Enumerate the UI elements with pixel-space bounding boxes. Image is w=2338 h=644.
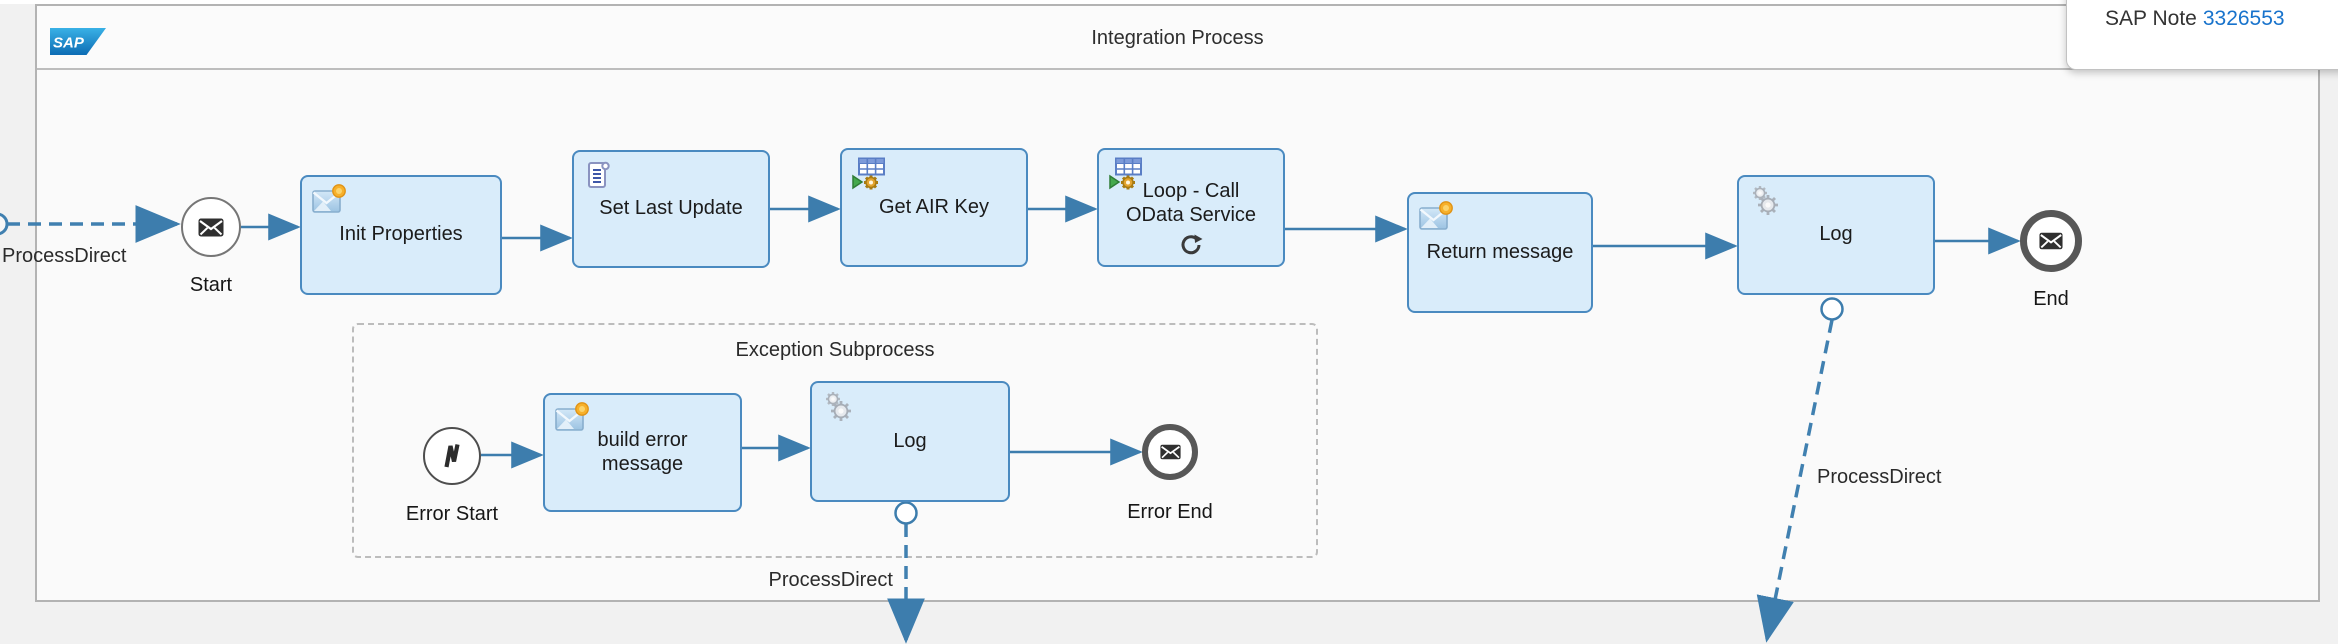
error-start-event[interactable]	[423, 427, 481, 485]
start-event-label: Start	[189, 274, 233, 296]
integration-process-pool[interactable]: Integration Process SAP	[35, 4, 2320, 602]
processdirect-main-label: ProcessDirect	[1817, 466, 1942, 488]
task-get-air-key[interactable]: Get AIR Key	[840, 148, 1028, 267]
task-label: Return message	[1426, 240, 1574, 263]
end-event-label: End	[2033, 288, 2069, 310]
task-log-main[interactable]: Log	[1737, 175, 1935, 295]
content-modifier-icon	[555, 402, 589, 431]
pool-header: Integration Process SAP	[37, 6, 2318, 70]
odata-request-icon	[1109, 157, 1142, 190]
task-set-last-update[interactable]: Set Last Update	[572, 150, 770, 268]
log-main-anchor-circle[interactable]	[1820, 297, 1844, 321]
task-label: Init Properties	[339, 223, 463, 246]
task-label: Set Last Update	[599, 197, 743, 220]
task-log-error[interactable]: Log	[810, 381, 1010, 502]
sap-note-link[interactable]: 3326553	[2202, 7, 2285, 30]
loop-marker-icon	[1181, 234, 1203, 255]
end-event[interactable]	[2020, 210, 2082, 272]
content-modifier-icon	[1419, 201, 1453, 230]
sap-note-prefix: SAP Note	[2105, 7, 2197, 30]
error-end-event[interactable]	[1142, 424, 1198, 480]
error-start-event-label: Error Start	[405, 503, 499, 525]
task-build-error-message[interactable]: build error message	[543, 393, 742, 512]
task-label: Log	[1819, 223, 1853, 246]
message-envelope-icon	[1159, 444, 1181, 460]
pool-title: Integration Process	[1091, 26, 1264, 49]
gears-icon	[1753, 186, 1778, 215]
content-modifier-icon	[312, 184, 346, 213]
task-return-message[interactable]: Return message	[1407, 192, 1593, 313]
task-label: build error message	[597, 428, 688, 475]
sender-endpoint-circle	[0, 212, 9, 236]
task-label: Get AIR Key	[878, 195, 990, 218]
task-label: Log	[893, 429, 927, 452]
processdirect-subprocess-label: ProcessDirect	[768, 569, 893, 591]
script-icon	[588, 161, 610, 188]
sequence-flows	[241, 195, 2021, 469]
message-envelope-icon	[198, 218, 224, 236]
processdirect-message-flows	[7, 205, 1834, 644]
start-event[interactable]	[181, 197, 241, 257]
processdirect-sender-label: ProcessDirect	[2, 245, 127, 267]
exception-subprocess[interactable]: Exception Subprocess	[352, 323, 1318, 558]
sap-logo-text: SAP	[53, 35, 85, 52]
odata-request-icon	[852, 157, 885, 190]
gears-icon	[826, 392, 851, 421]
exception-subprocess-title: Exception Subprocess	[735, 339, 935, 361]
error-end-event-label: Error End	[1127, 501, 1213, 523]
message-envelope-icon	[2039, 232, 2063, 250]
task-label: Loop - Call OData Service	[1125, 179, 1257, 226]
sap-logo-icon: SAP	[50, 28, 106, 55]
top-strip	[0, 0, 2338, 4]
error-lightning-icon	[444, 444, 460, 468]
log-error-anchor-circle[interactable]	[894, 501, 918, 525]
task-loop-call-odata-service[interactable]: Loop - Call OData Service	[1097, 148, 1285, 267]
task-init-properties[interactable]: Init Properties	[300, 175, 502, 295]
